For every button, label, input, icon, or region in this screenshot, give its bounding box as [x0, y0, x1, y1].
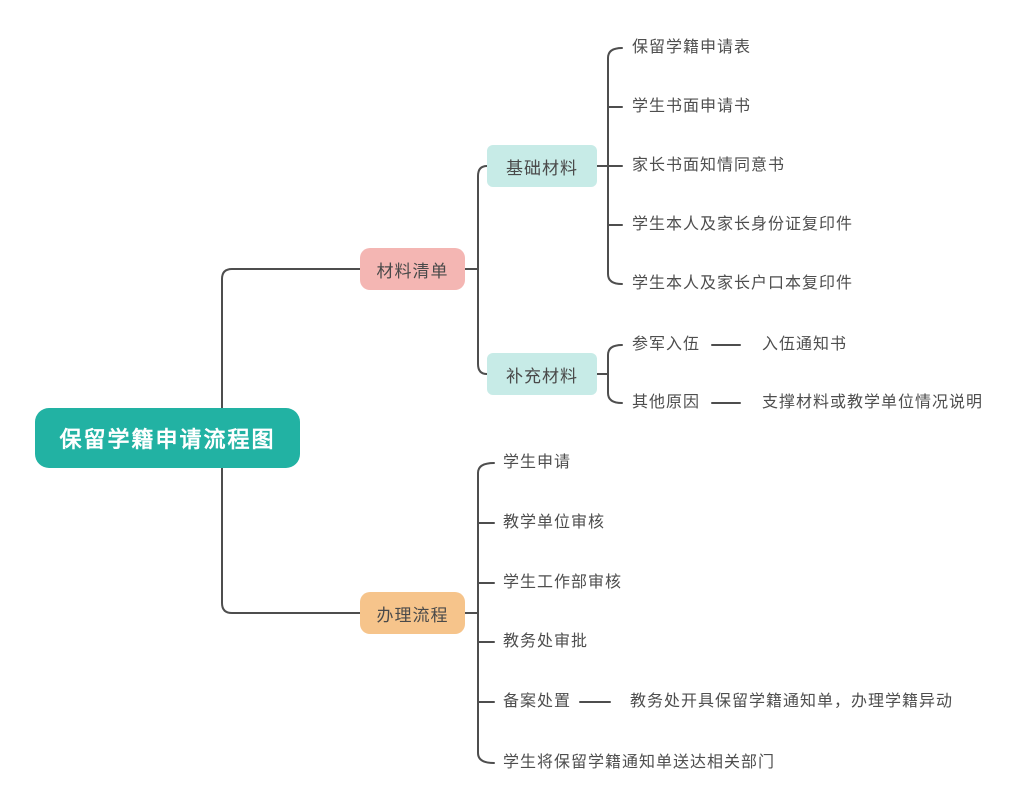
topic-basic-3[interactable]: 家长书面知情同意书 [632, 157, 786, 174]
branch-node-process[interactable]: 办理流程 [360, 592, 465, 634]
topic-basic-5[interactable]: 学生本人及家长户口本复印件 [632, 275, 854, 292]
topic-supp-2[interactable]: 其他原因 [632, 394, 701, 411]
topic-process-6[interactable]: 学生将保留学籍通知单送达相关部门 [503, 754, 776, 771]
connector-basic-bracket [607, 47, 623, 285]
subnode-supplementary-materials[interactable]: 补充材料 [487, 353, 597, 395]
connector-supp-bracket [607, 344, 623, 404]
branch-node-material-list[interactable]: 材料清单 [360, 248, 465, 290]
topic-process-5-detail[interactable]: 教务处开具保留学籍通知单，办理学籍异动 [630, 693, 954, 710]
topic-basic-1[interactable]: 保留学籍申请表 [632, 39, 752, 56]
connector-process-bracket [477, 462, 495, 764]
topic-basic-2[interactable]: 学生书面申请书 [632, 98, 752, 115]
subnode-basic-materials[interactable]: 基础材料 [487, 145, 597, 187]
topic-supp-1-detail[interactable]: 入伍通知书 [762, 336, 848, 353]
topic-basic-4[interactable]: 学生本人及家长身份证复印件 [632, 216, 854, 233]
root-node[interactable]: 保留学籍申请流程图 [35, 408, 300, 468]
topic-process-5[interactable]: 备案处置 [503, 693, 572, 710]
topic-process-3[interactable]: 学生工作部审核 [503, 574, 623, 591]
topic-process-2[interactable]: 教学单位审核 [503, 514, 606, 531]
topic-supp-2-detail[interactable]: 支撑材料或教学单位情况说明 [762, 394, 984, 411]
topic-process-4[interactable]: 教务处审批 [503, 633, 589, 650]
topic-process-1[interactable]: 学生申请 [503, 454, 572, 471]
connector-material-bracket [477, 165, 488, 375]
topic-supp-1[interactable]: 参军入伍 [632, 336, 701, 353]
